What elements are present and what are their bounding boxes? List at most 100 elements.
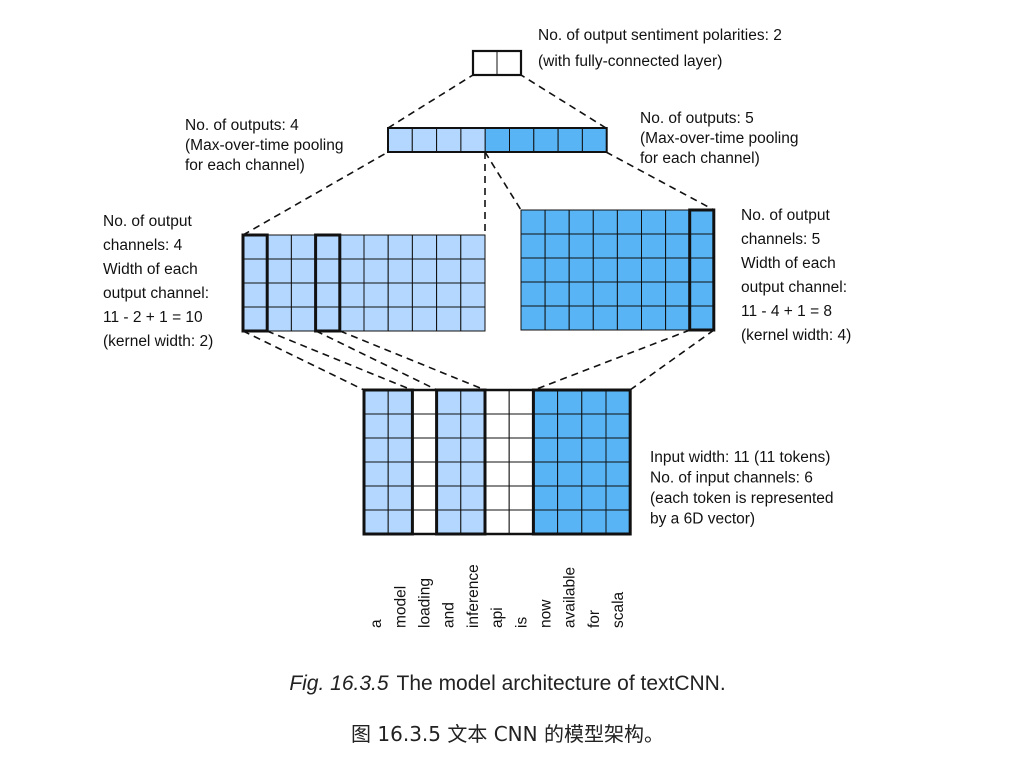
input-cell-cell [532, 437, 559, 463]
conv-left-highlight [241, 233, 269, 333]
connector-line [533, 329, 691, 391]
conv-right-cell-cell [641, 209, 667, 235]
connector-line [242, 330, 365, 391]
input-cell-cell [581, 461, 607, 487]
pool-unit-cell [533, 127, 559, 153]
input-cell-cell [436, 461, 462, 487]
conv-right-cell-cell [544, 209, 570, 235]
conv-left-cell-cell [315, 258, 341, 284]
pool-unit-cell [460, 127, 486, 153]
conv-left-cell-cell [339, 306, 365, 332]
conv-right-cell-cell [520, 257, 546, 283]
conv-left-cell-cell [315, 234, 341, 260]
input-cell-cell [484, 509, 510, 535]
conv-left-cell-cell [290, 258, 317, 284]
input-cell-cell [532, 413, 559, 439]
input-cell-cell [557, 509, 583, 535]
token-label: available [562, 567, 579, 628]
input-cell-cell [387, 413, 413, 439]
pool-unit-cell [581, 127, 608, 153]
connector-line [315, 330, 438, 391]
annotation-labels: No. of output sentiment polarities: 2(wi… [103, 27, 851, 528]
token-label: for [586, 610, 603, 628]
conv-right-cell-cell [689, 233, 715, 259]
connector-line [605, 151, 715, 211]
input-cell-cell [581, 485, 607, 511]
conv-right-cell-cell [689, 257, 715, 283]
conv-right-cell-cell [520, 281, 546, 307]
connector-line [339, 330, 486, 391]
input-cell-cell [363, 485, 389, 511]
conv-left-cell-cell [290, 234, 317, 260]
conv-right-cell-cell [592, 281, 618, 307]
conv-right-cell-cell [520, 209, 546, 235]
input-cell-cell [460, 437, 486, 463]
conv-left-cell-cell [436, 282, 462, 308]
connector-line [266, 330, 413, 391]
input-cell-cell [436, 437, 462, 463]
conv-output-kernel-4 [520, 208, 716, 332]
input-cell-cell [411, 437, 438, 463]
conv-left-cell-cell [363, 282, 389, 308]
token-label: and [441, 602, 458, 628]
conv-right-cell-cell [616, 233, 643, 259]
conv-left-cell-cell [266, 258, 292, 284]
input-cell-cell [532, 389, 559, 415]
sentiment-label: No. of output sentiment polarities: 2(wi… [538, 27, 782, 70]
conv-right-cell-cell [689, 305, 715, 331]
pool-border [387, 127, 608, 153]
conv-left-cell-cell [266, 282, 292, 308]
conv-right-cell-cell [568, 281, 594, 307]
conv-right-cell-cell [616, 209, 643, 235]
input-cell-cell [605, 437, 631, 463]
conv-right-cell-cell [641, 305, 667, 331]
conv-left-cell-cell [363, 258, 389, 284]
conv-right-cell-cell [544, 305, 570, 331]
input-cell-cell [557, 437, 583, 463]
input-cell-cell [581, 437, 607, 463]
input-cell-cell [436, 413, 462, 439]
conv-right-cell-cell [665, 257, 691, 283]
conv-right-cell-cell [592, 209, 618, 235]
input-cell-cell [557, 389, 583, 415]
token-label: inference [465, 564, 482, 628]
token-label: scala [610, 591, 627, 628]
input-cell-cell [484, 485, 510, 511]
conv-right-cell-cell [544, 257, 570, 283]
conv-right-cell-cell [616, 305, 643, 331]
conv-left-cell-cell [242, 234, 268, 260]
input-matrix [362, 388, 632, 536]
pool-unit-cell [509, 127, 535, 153]
conv-left-cell-cell [242, 306, 268, 332]
input-cell-cell [363, 389, 389, 415]
conv-left-cell-cell [339, 258, 365, 284]
input-cell-cell [436, 509, 462, 535]
input-cell-cell [581, 413, 607, 439]
input-cell-cell [387, 485, 413, 511]
conv-left-cell-cell [411, 234, 438, 260]
input-cell-cell [411, 485, 438, 511]
input-cell-cell [605, 509, 631, 535]
conv-right-cell-cell [641, 281, 667, 307]
input-cell-cell [460, 389, 486, 415]
conv-left-cell-cell [436, 258, 462, 284]
output-unit-cell [496, 50, 522, 76]
token-label: loading [417, 578, 434, 628]
conv-left-cell-cell [460, 234, 486, 260]
input-cell-cell [532, 509, 559, 535]
pool-unit-cell [411, 127, 438, 153]
pooling-layer [387, 127, 608, 153]
conv-left-cell-cell [387, 282, 413, 308]
input-cell-cell [436, 389, 462, 415]
input-cell-cell [411, 461, 438, 487]
conv-right-cell-cell [665, 233, 691, 259]
figure-number: Fig. 16.3.5 [289, 672, 389, 695]
token-label: now [538, 599, 555, 628]
input-label: Input width: 11 (11 tokens)No. of input … [650, 449, 834, 528]
input-cell-cell [411, 509, 438, 535]
conv-left-cell-cell [339, 234, 365, 260]
